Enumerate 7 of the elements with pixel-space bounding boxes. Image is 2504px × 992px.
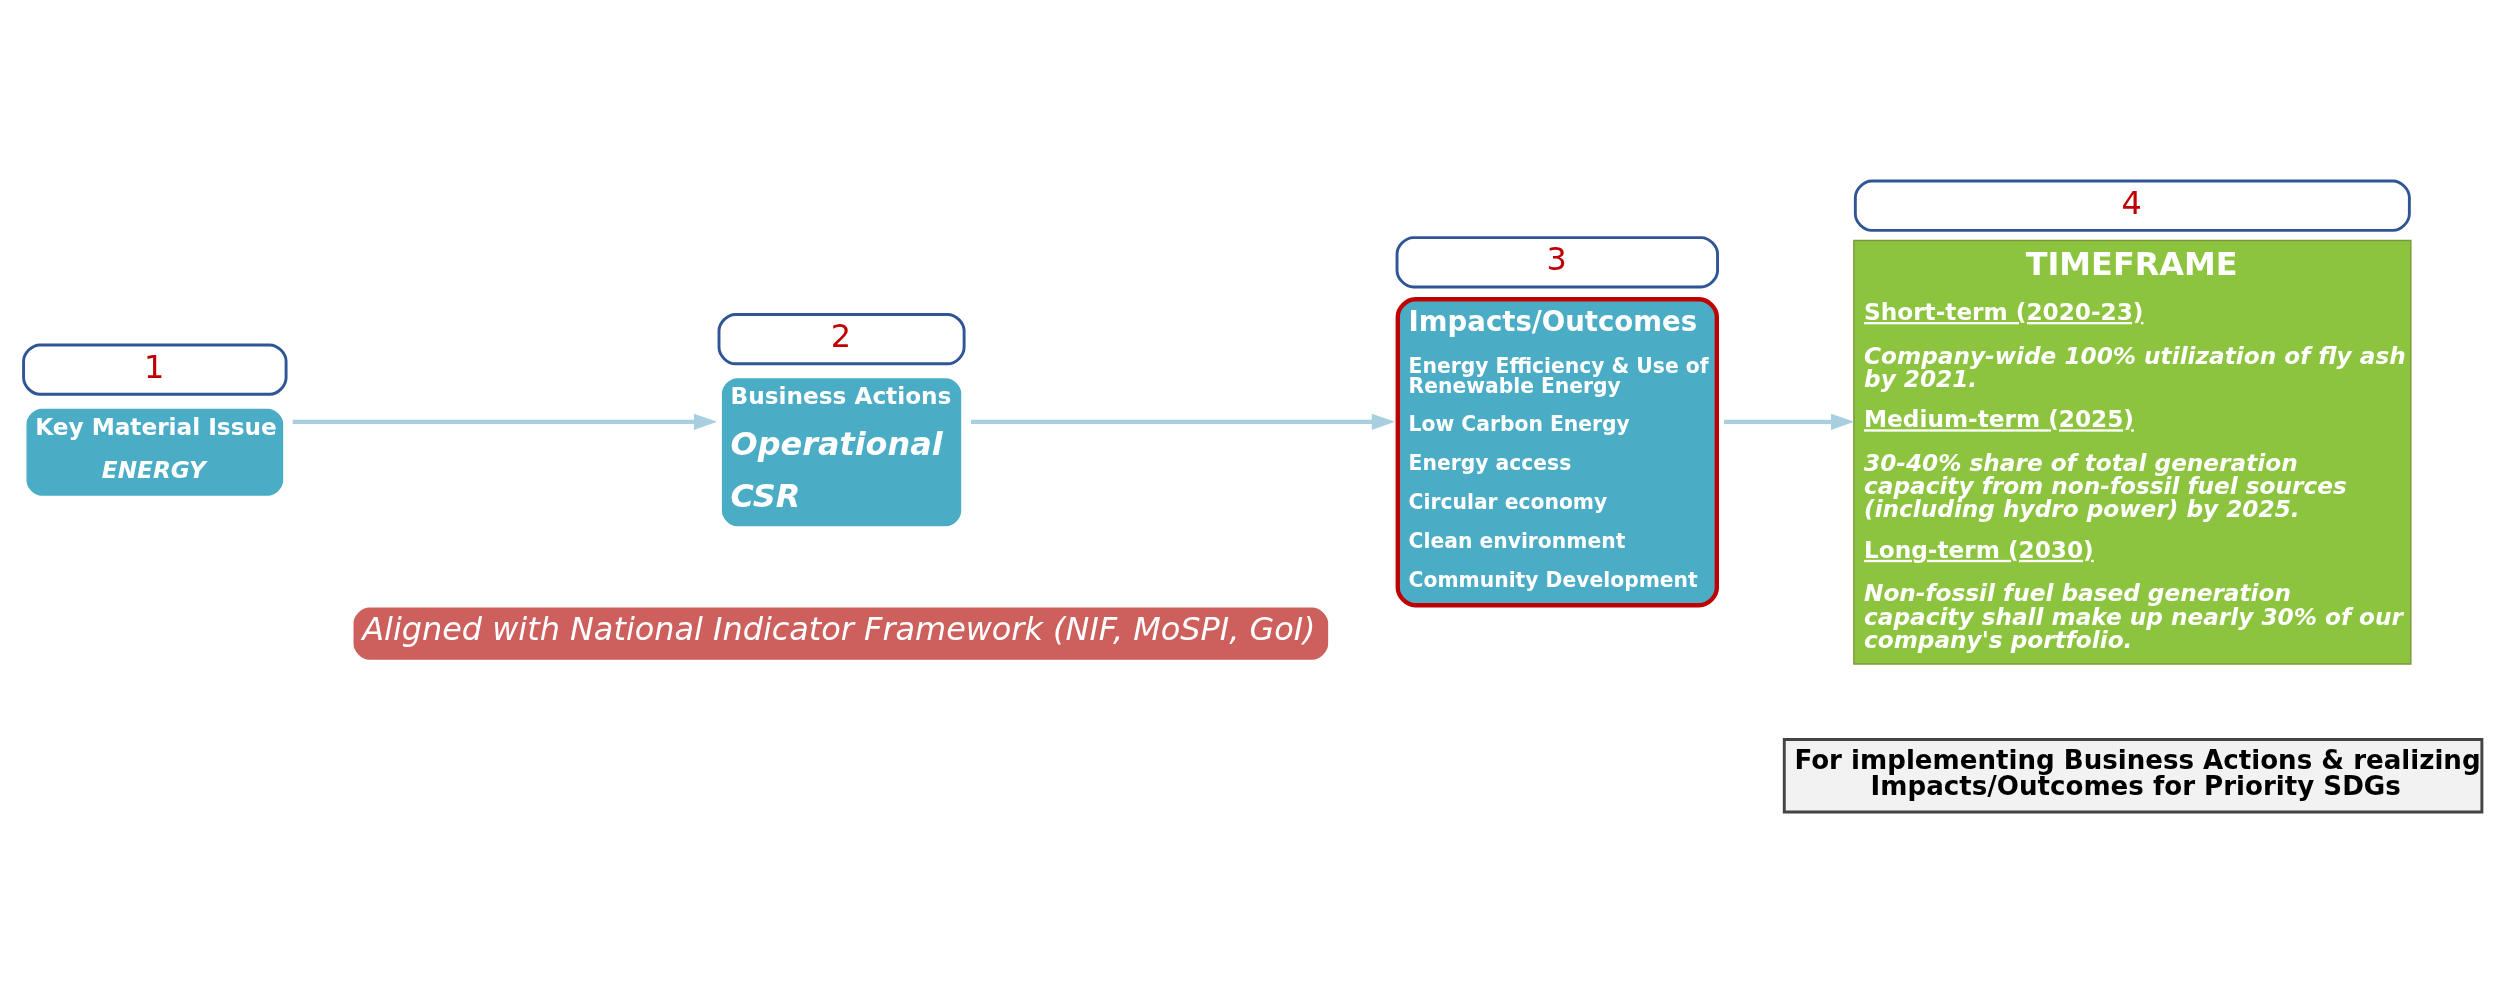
arrow — [970, 413, 1396, 430]
arrow — [292, 413, 718, 430]
node-label: 4 — [2121, 183, 2142, 222]
node-label: 2 — [830, 316, 851, 355]
node-label: 1 — [143, 347, 165, 386]
node-label: 3 — [1546, 239, 1567, 278]
arrow — [1724, 413, 1855, 430]
